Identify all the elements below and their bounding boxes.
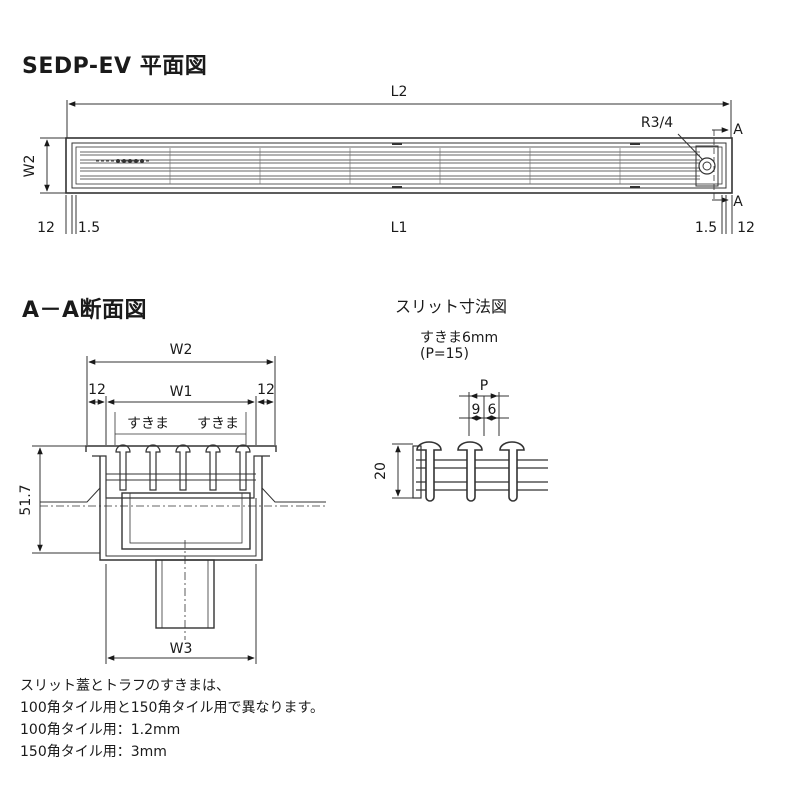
note-line: 100角タイル用と150角タイル用で異なります。 <box>20 700 325 716</box>
section-w3-label: W3 <box>170 641 193 657</box>
gap-label-right: すきま <box>197 416 239 432</box>
slit-9-label: 9 <box>472 402 481 418</box>
outlet-circle <box>698 157 716 175</box>
height-51-7-label: 51.7 <box>18 484 34 515</box>
trough-inner <box>121 492 251 550</box>
slit-lines <box>80 151 700 180</box>
section-w1-label: W1 <box>170 384 193 400</box>
outlet-size-label: R3/4 <box>641 115 673 131</box>
section-slits <box>115 444 251 491</box>
pitch-p-label: P <box>480 378 488 394</box>
note-line: 100角タイル用：1.2mm <box>20 722 181 738</box>
section-view <box>32 356 326 664</box>
gap-label-left: すきま <box>127 416 169 432</box>
section-labels: W2 W1 12 12 すきま すきま 51.7 W3 <box>18 342 275 657</box>
plan-view-title: SEDP-EV 平面図 <box>22 54 208 79</box>
plan-right-15-label: 1.5 <box>695 220 717 236</box>
plan-labels: L2 L1 W2 R3/4 A A 12 1.5 1.5 12 <box>22 84 755 236</box>
slit-20-label: 20 <box>373 462 389 480</box>
slit-gap-label: すきま6mm <box>420 330 499 346</box>
r-leader-line <box>677 133 704 161</box>
plan-left-15-label: 1.5 <box>78 220 100 236</box>
notes-block: スリット蓋とトラフのすきまは、 100角タイル用と150角タイル用で異なります。… <box>20 675 324 763</box>
l1-label: L1 <box>391 220 408 236</box>
section-w2-label: W2 <box>170 342 193 358</box>
slit-dimension-title: スリット寸法図 <box>395 297 508 316</box>
section-right-12-label: 12 <box>257 382 275 398</box>
l2-label: L2 <box>391 84 408 100</box>
slit-labels: P 9 6 20 <box>373 378 497 480</box>
section-marker-a-bottom: A <box>733 194 743 210</box>
plan-left-12-label: 12 <box>37 220 55 236</box>
section-view-title: A－A断面図 <box>22 298 148 323</box>
slit-detail <box>392 392 548 502</box>
note-line: 150角タイル用：3mm <box>20 744 167 760</box>
plan-w2-label: W2 <box>22 155 38 178</box>
note-line: スリット蓋とトラフのすきまは、 <box>20 678 230 694</box>
slit-pitch-label: (P=15) <box>420 346 469 362</box>
section-left-12-label: 12 <box>88 382 106 398</box>
plan-right-12-label: 12 <box>737 220 755 236</box>
trough-outline <box>65 137 733 194</box>
slit-6-label: 6 <box>488 402 497 418</box>
section-marker-a-top: A <box>733 122 743 138</box>
plan-view <box>40 100 733 234</box>
